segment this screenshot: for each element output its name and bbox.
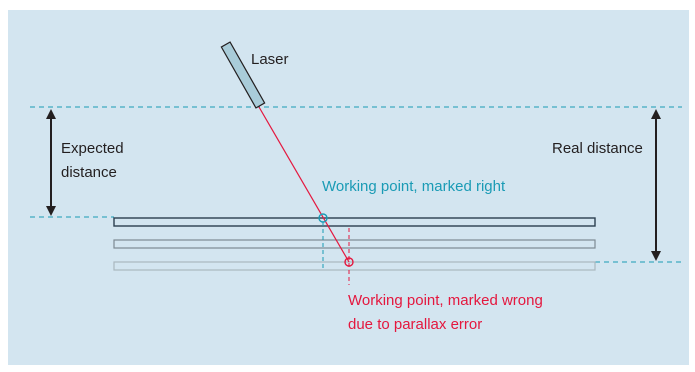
plate-bottom (113, 261, 596, 271)
working-point-wrong-label-line2: due to parallax error (348, 316, 482, 333)
laser-beam (258, 106, 350, 263)
circle-marker-icon (318, 213, 328, 223)
circle-marker-icon (344, 257, 354, 267)
working-point-wrong-label-line1: Working point, marked wrong (348, 292, 543, 309)
expected-distance-label-line1: Expected (61, 140, 124, 157)
laser-emitter-icon (220, 41, 266, 109)
plate-top (113, 217, 596, 227)
plate-middle (113, 239, 596, 249)
diagram-background (8, 10, 689, 365)
expected-distance-label-line2: distance (61, 164, 117, 181)
real-distance-label: Real distance (552, 140, 643, 157)
working-point-right-label: Working point, marked right (322, 178, 506, 195)
laser-label: Laser (251, 51, 289, 68)
